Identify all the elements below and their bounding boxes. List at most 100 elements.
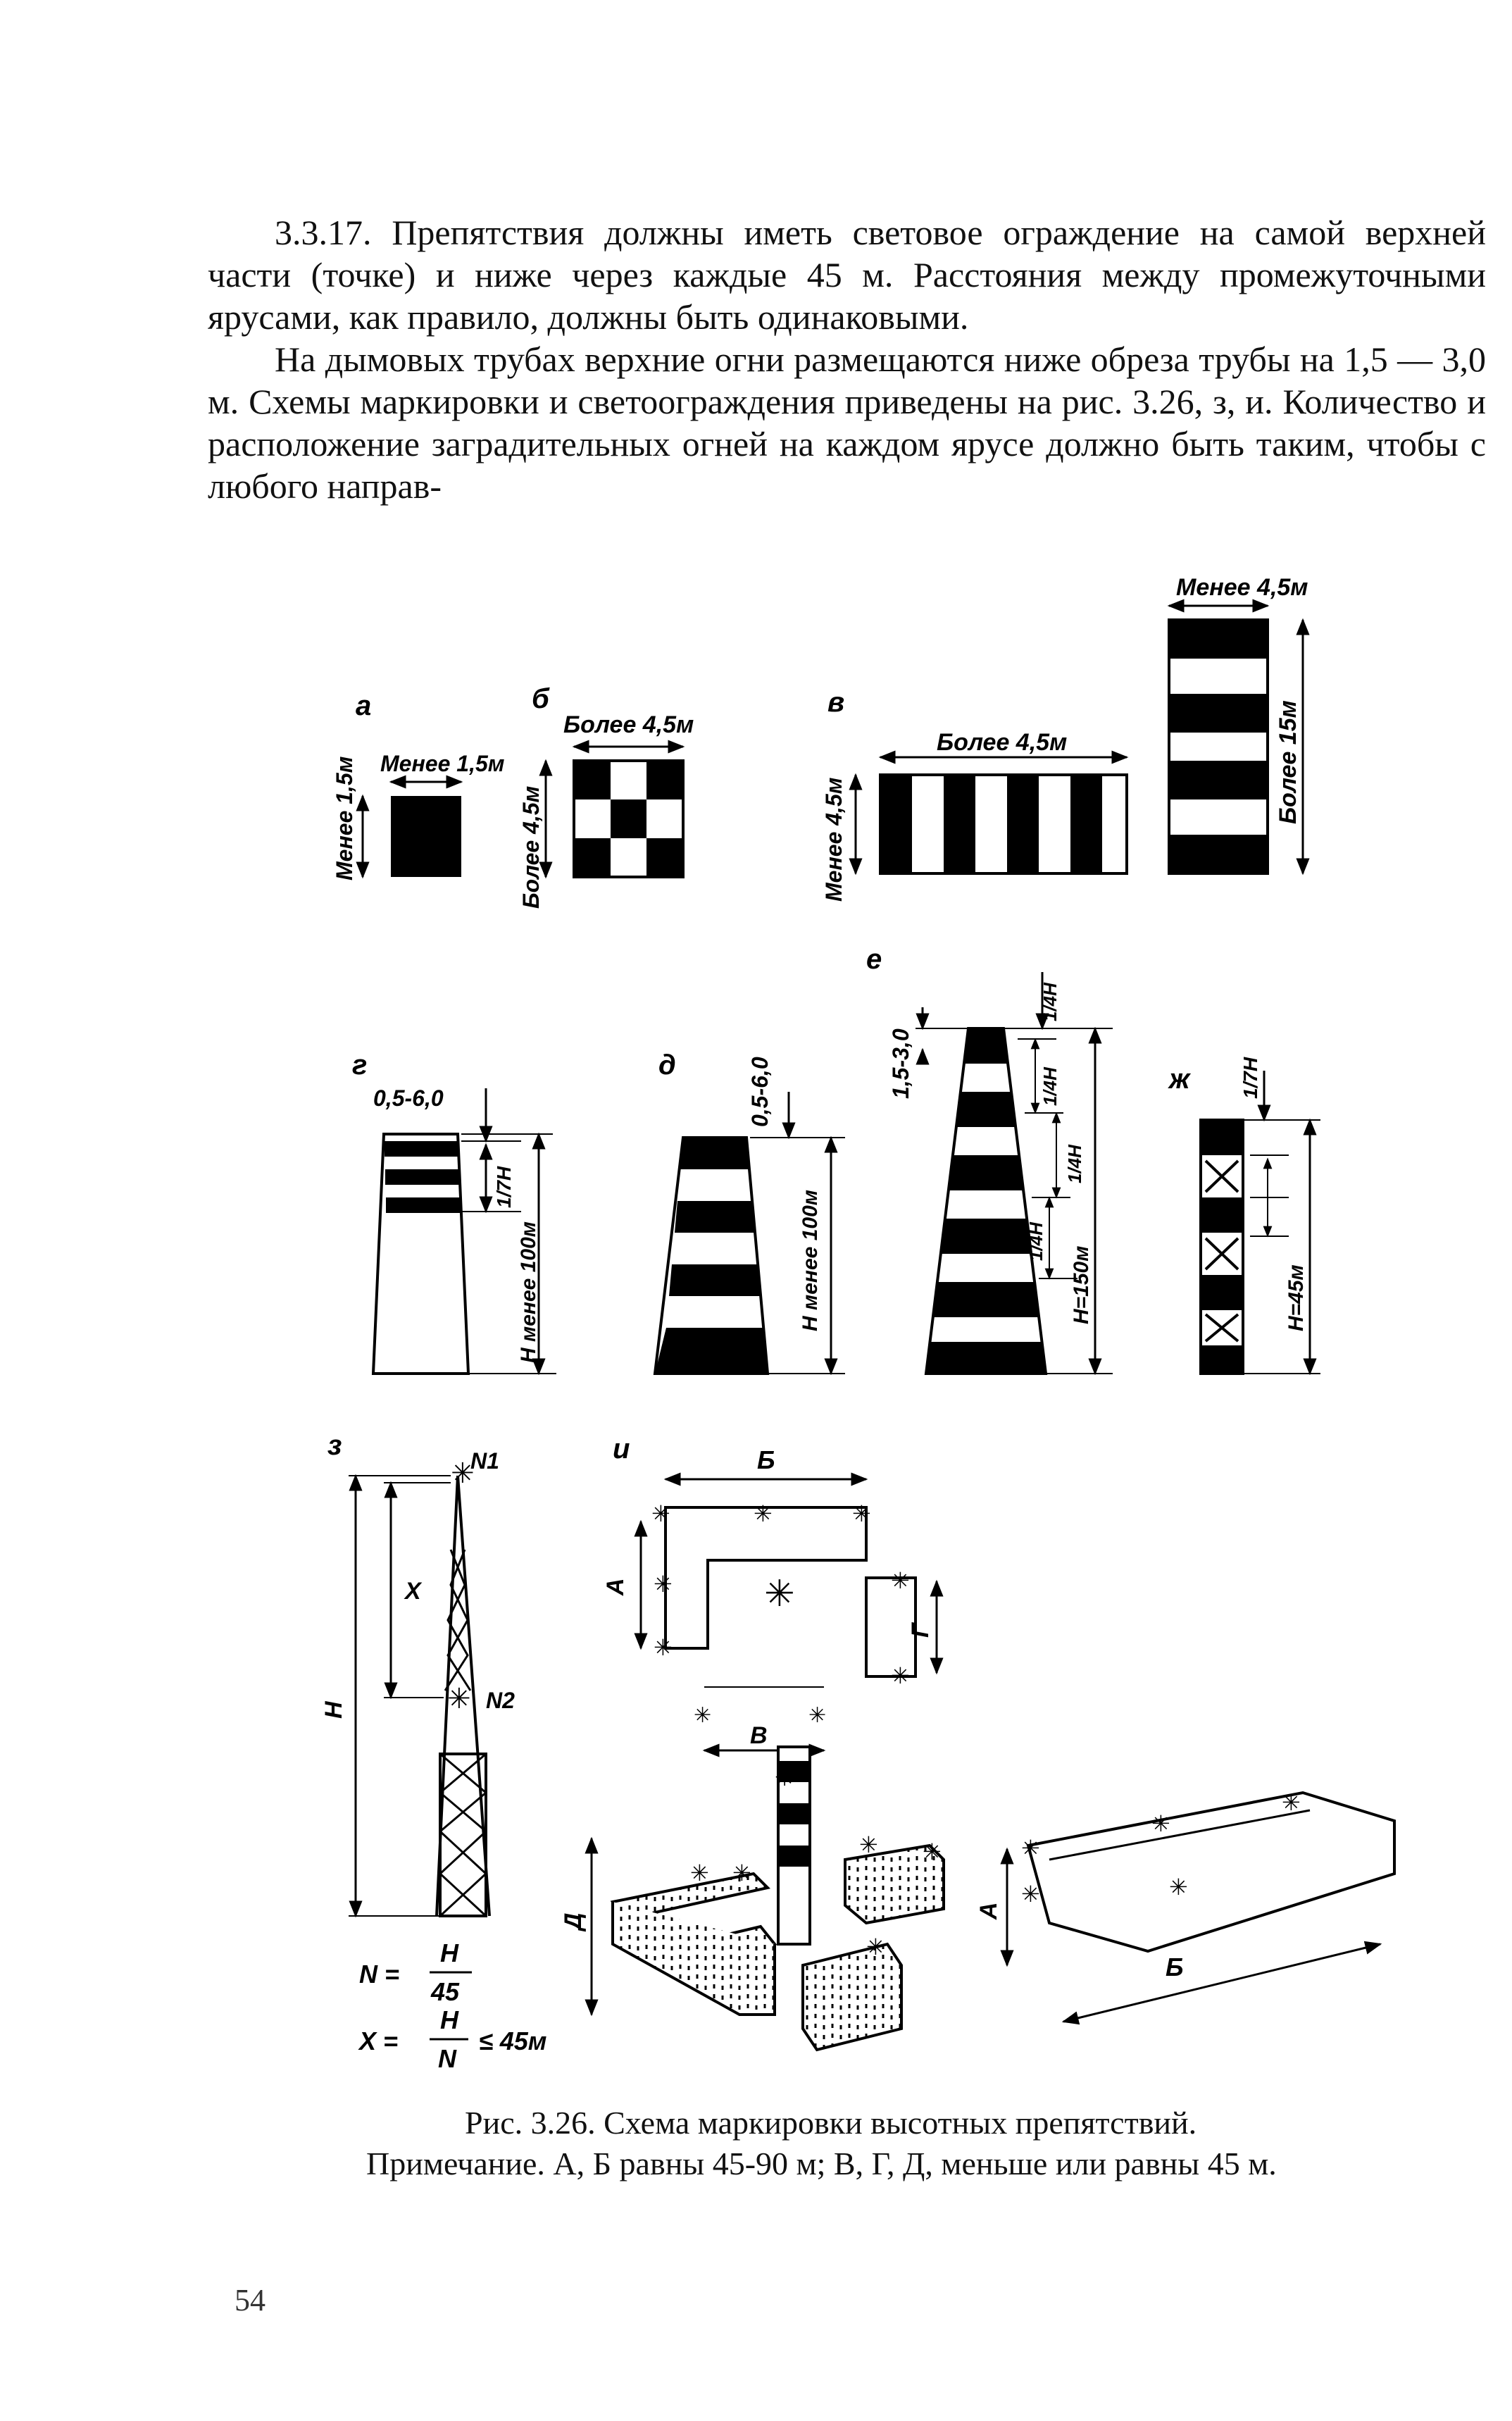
panel-z-formula-x: X = H N ≤ 45м	[358, 2005, 546, 2073]
panel-a-width-label: Менее 1,5м	[380, 751, 505, 776]
panel-i-v-label: В	[750, 1722, 768, 1749]
panel-i-light-icon-4: ✳	[654, 1571, 673, 1598]
panel-z-letter: з	[327, 1430, 342, 1461]
panel-i-letter: и	[613, 1433, 630, 1464]
panel-z-n1-label: N1	[470, 1448, 499, 1474]
panel-z-formula-n: N = H 45	[359, 1938, 472, 2006]
panel-v-height-label: Менее 4,5м	[821, 777, 846, 902]
panel-i-light-icon-16: ✳	[866, 1934, 885, 1960]
panel-b-height-label: Более 4,5м	[518, 785, 544, 909]
panel-v2-width-label: Менее 4,5м	[1176, 574, 1308, 601]
panel-v2-striped-column	[1168, 618, 1269, 875]
panel-z: з N1 N2 ✳ ✳ H X N = H 45	[320, 1430, 546, 2073]
panel-g-seventh-label: 1/7H	[493, 1166, 515, 1208]
panel-i-light-icon-10: ✳	[808, 1703, 826, 1728]
panel-i-light-icon-21: ✳	[1169, 1874, 1188, 1900]
panel-b-checkerboard	[573, 759, 685, 878]
panel-g-height-label: H менее 100м	[517, 1221, 540, 1363]
panel-g-top-label: 0,5-6,0	[373, 1085, 444, 1111]
panel-b: б Более 4,5м Более 4,5м	[518, 683, 694, 909]
panel-e-quarter-4: 1/4H	[1025, 1221, 1046, 1261]
formula-x-numerator: H	[440, 2005, 459, 2034]
formula-x-denominator: N	[438, 2044, 457, 2073]
panel-zh-height-label: H=45м	[1285, 1264, 1308, 1331]
panel-i-light-icon-2: ✳	[754, 1500, 773, 1527]
panel-d-top-label: 0,5-6,0	[747, 1057, 773, 1127]
panel-i-light-icon-14: ✳	[859, 1831, 878, 1858]
panel-i-b-bottom-label: Б	[1166, 1953, 1184, 1981]
figure-caption: Рис. 3.26. Схема маркировки высотных пре…	[366, 2103, 1465, 2184]
panel-i-plan-l-shape	[664, 1506, 868, 1650]
panel-i-light-icon-7: ✳	[891, 1567, 910, 1594]
formula-n-numerator: H	[440, 1938, 459, 1967]
panel-z-mast	[435, 1475, 491, 1917]
panel-v: в Более 4,5м Менее 4,5м Менее 4,5м	[821, 574, 1310, 902]
page-number: 54	[235, 2283, 265, 2317]
panel-i-g-label: Г	[907, 1622, 934, 1638]
formula-x-right: ≤ 45м	[479, 2027, 546, 2055]
panel-z-n2-label: N2	[486, 1688, 515, 1713]
panel-d-height-label: H менее 100м	[799, 1190, 822, 1331]
panel-i-light-icon-13: ✳	[690, 1860, 709, 1886]
panel-a-height-label: Менее 1,5м	[332, 756, 357, 880]
panel-i-light-icon-18: ✳	[1151, 1810, 1170, 1837]
panel-z-x-label: X	[404, 1578, 423, 1605]
panel-i-light-icon-5: ✳	[654, 1634, 673, 1661]
panel-i-light-icon-15: ✳	[923, 1838, 942, 1865]
panel-i-plan-small-block	[865, 1576, 917, 1678]
panel-e-top-label: 1,5-3,0	[888, 1028, 913, 1099]
panel-v-width-label: Более 4,5м	[937, 729, 1067, 756]
panel-i-light-icon-20: ✳	[1021, 1881, 1040, 1907]
panel-a-letter: а	[356, 690, 371, 721]
panel-zh-letter: ж	[1168, 1064, 1192, 1095]
panel-i-a-right-label: А	[975, 1902, 1002, 1920]
panel-a-marking-block	[391, 796, 461, 877]
caption-note: Примечание. А, Б равны 45-90 м; В, Г, Д,…	[366, 2146, 1277, 2182]
panel-v-letter: в	[827, 687, 844, 718]
panel-i-light-icon-17: ✳	[1021, 1835, 1040, 1862]
panel-a: а Менее 1,5м Менее 1,5м	[332, 690, 505, 880]
formula-n-denominator: 45	[430, 1977, 460, 2006]
panel-i-a-left-label: А	[602, 1578, 629, 1596]
panel-i-isometric-group	[610, 1745, 1396, 2052]
panel-i-light-icon-9: ✳	[694, 1703, 711, 1728]
panel-i-light-icon-12: ✳	[732, 1860, 751, 1886]
paragraph-3-3-17: 3.3.17. Препятствия должны иметь светово…	[208, 213, 1486, 337]
panel-zh-lattice	[1199, 1119, 1244, 1375]
panel-z-light-top-icon: ✳	[451, 1457, 475, 1490]
panel-i-light-icon-1: ✳	[651, 1500, 670, 1527]
panel-v-striped-block	[879, 773, 1128, 875]
panel-b-letter: б	[532, 683, 550, 714]
panel-i-light-icon-11: ✳	[775, 1764, 795, 1792]
panel-i-light-icon-19: ✳	[1282, 1789, 1301, 1816]
caption-title: Рис. 3.26. Схема маркировки высотных пре…	[465, 2105, 1197, 2141]
panel-zh-top-label: 1/7H	[1239, 1057, 1261, 1099]
panel-z-h-label: H	[320, 1700, 347, 1719]
panel-v2-height-label: Более 15м	[1275, 700, 1301, 824]
panel-d-letter: д	[658, 1050, 676, 1081]
formula-n-left: N =	[359, 1960, 399, 1989]
panel-e: е 1,5-3,0 H=150м 1/4H 1/4H 1/4H	[866, 944, 1113, 1376]
panel-d: д 0,5-6,0 H менее 100м	[653, 1050, 845, 1376]
panel-i-b-top-label: Б	[757, 1445, 775, 1474]
panel-e-quarter-3: 1/4H	[1064, 1144, 1085, 1183]
panel-b-width-label: Более 4,5м	[563, 711, 694, 738]
panel-i-light-icon-8: ✳	[891, 1662, 910, 1689]
panel-e-height-label: H=150м	[1070, 1246, 1093, 1324]
panel-i: и Б А ✳ ✳ ✳ ✳ ✳ ✳ ✳ ✳ Г ✳ ✳ В	[560, 1433, 1396, 2052]
formula-x-left: X =	[358, 2027, 398, 2055]
panel-z-light-mid-icon: ✳	[447, 1683, 471, 1715]
panel-e-letter: е	[866, 944, 882, 975]
paragraph-chimney-lights: На дымовых трубах верхние огни размещают…	[208, 340, 1486, 506]
panel-e-quarter-1: 1/4H	[1039, 982, 1061, 1021]
panel-i-light-icon-3: ✳	[852, 1500, 871, 1527]
panel-g-letter: г	[352, 1050, 367, 1081]
panel-g: г 0,5-6,0 1/7H H менее 100м	[352, 1050, 556, 1376]
body-text: 3.3.17. Препятствия должны иметь светово…	[208, 211, 1486, 507]
panel-zh: ж 1/7H H=45м	[1168, 1057, 1320, 1376]
panel-e-chimney	[924, 1027, 1048, 1375]
panel-e-quarter-2: 1/4H	[1039, 1066, 1061, 1106]
panel-i-d-label: Д	[560, 1912, 587, 1932]
